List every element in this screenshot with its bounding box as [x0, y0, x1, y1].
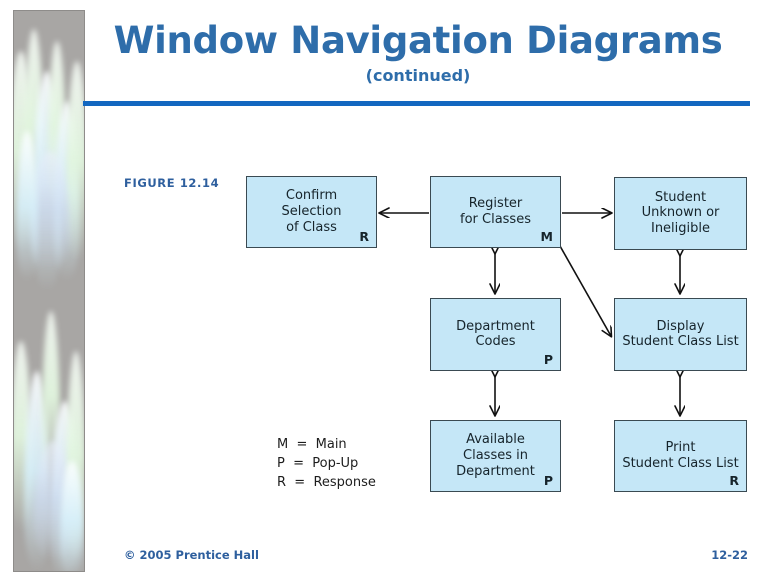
diagram-legend: M = Main P = Pop-Up R = Response	[277, 437, 376, 490]
node-type-badge: R	[359, 228, 369, 244]
node-confirm-selection-of-class[interactable]: Confirm Selection of Class R	[246, 176, 377, 248]
node-label: Display Student Class List	[622, 318, 739, 350]
edge-register-to-display	[559, 245, 611, 336]
footer-copyright: © 2005 Prentice Hall	[124, 548, 259, 562]
figure-label: FIGURE 12.14	[124, 176, 220, 190]
node-display-student-class-list[interactable]: Display Student Class List	[614, 298, 747, 371]
node-label: Print Student Class List	[622, 440, 739, 471]
node-label: Register for Classes	[460, 196, 531, 227]
node-department-codes[interactable]: Department Codes P	[430, 298, 561, 371]
node-print-student-class-list[interactable]: Print Student Class List R	[614, 420, 747, 492]
node-type-badge: M	[540, 228, 553, 244]
node-label: Student Unknown or Ineligible	[641, 189, 720, 237]
node-label: Department Codes	[456, 318, 535, 350]
node-type-badge: P	[543, 472, 553, 488]
node-label: Available Classes in Department	[456, 432, 535, 479]
page-subtitle: (continued)	[365, 66, 471, 86]
page-title: Window Navigation Diagrams	[113, 19, 723, 62]
title-divider-rule	[83, 101, 750, 106]
node-label: Confirm Selection of Class	[281, 188, 342, 235]
flame-decoration-image	[13, 10, 85, 572]
node-type-badge: R	[729, 472, 739, 488]
footer-page-number: 12-22	[711, 548, 748, 562]
slide-header: Window Navigation Diagrams (continued)	[83, 19, 753, 86]
node-register-for-classes[interactable]: Register for Classes M	[430, 176, 561, 248]
node-student-unknown-or-ineligible[interactable]: Student Unknown or Ineligible	[614, 177, 747, 250]
node-type-badge: P	[543, 351, 553, 367]
node-available-classes-in-department[interactable]: Available Classes in Department P	[430, 420, 561, 492]
